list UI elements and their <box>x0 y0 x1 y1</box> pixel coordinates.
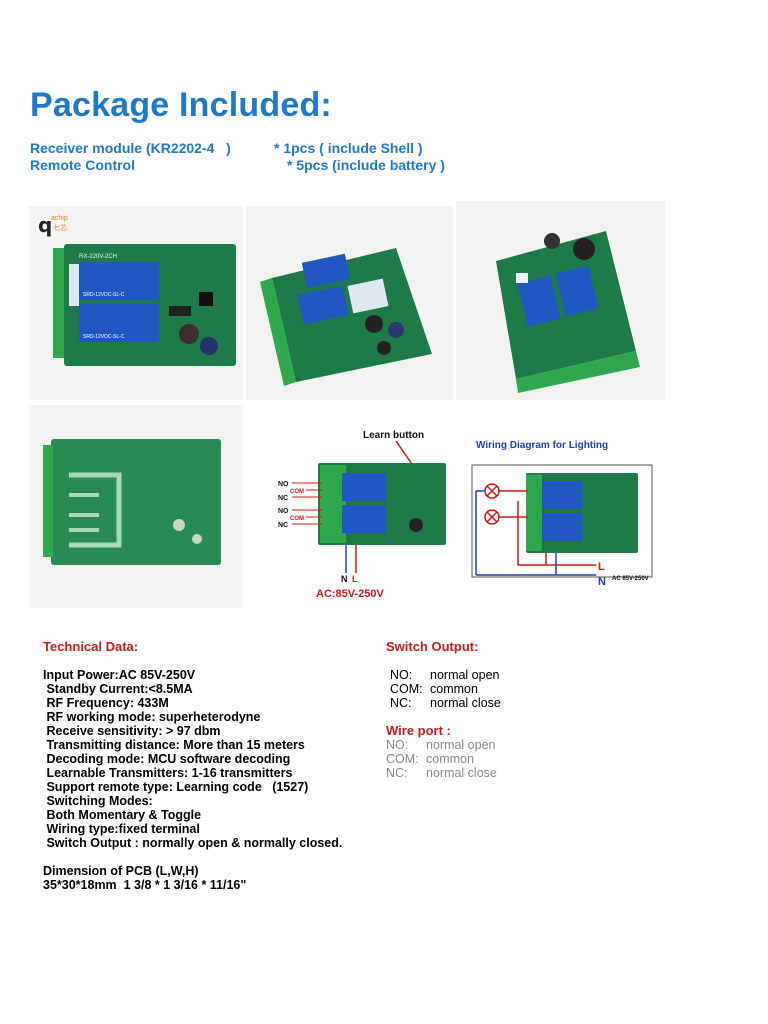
svg-text:SRD-12VDC-SL-C: SRD-12VDC-SL-C <box>83 292 125 298</box>
wire-port-list: NO: normal open COM: common NC: normal clos… <box>386 738 497 780</box>
tech-line: Switch Output : normally open & normally… <box>43 836 343 850</box>
tech-line: Receive sensitivity: > 97 dbm <box>43 724 221 738</box>
package-qty-receiver: * 1pcs ( include Shell ) <box>274 140 423 156</box>
package-item-receiver: Receiver module (KR2202-4 ) <box>30 140 231 156</box>
tech-line: Switching Modes: <box>43 794 153 808</box>
board-angled-view-image <box>246 206 453 400</box>
board-back-side-image <box>29 405 243 608</box>
svg-text:RX-220V-2CH: RX-220V-2CH <box>79 254 117 260</box>
svg-text:L: L <box>598 561 605 573</box>
wire-port-key: NC: <box>386 766 408 780</box>
tech-line: Wiring type:fixed terminal <box>43 822 200 836</box>
tech-line: Input Power:AC 85V-250V <box>43 668 196 682</box>
switch-output-row: COM: common <box>390 682 501 696</box>
logo-sub: 七芯 <box>53 223 67 232</box>
switch-output-row: NO: normal open <box>390 668 501 682</box>
ac-range-label: AC:85V-250V <box>316 588 385 600</box>
board-side-view-image <box>456 201 665 400</box>
svg-text:NO: NO <box>278 508 289 515</box>
dimension-value: 35*30*18mm 1 3/8 * 1 3/16 * 11/16" <box>43 878 247 892</box>
wire-port-key: NO: <box>386 738 409 752</box>
switch-output-value: normal open <box>430 668 500 682</box>
wire-port-row: COM: common <box>386 752 497 766</box>
product-photo-back-side <box>29 405 243 608</box>
wire-port-value: normal close <box>426 766 497 780</box>
tech-line: RF Frequency: 433M <box>43 696 169 710</box>
wire-port-heading: Wire port : <box>386 723 451 738</box>
learn-button-label: Learn button <box>363 430 424 441</box>
switch-output-value: common <box>430 682 478 696</box>
product-photo-angled-view <box>246 206 453 400</box>
tech-line: Transmitting distance: More than 15 mete… <box>43 738 305 752</box>
wire-port-value: common <box>426 752 474 766</box>
technical-data-heading: Technical Data: <box>43 639 139 654</box>
product-photo-side-view <box>456 201 665 400</box>
switch-output-key: NO: <box>390 668 413 682</box>
wire-port-row: NO: normal open <box>386 738 497 752</box>
svg-text:COM: COM <box>290 516 304 522</box>
svg-text:SRD-12VDC-SL-C: SRD-12VDC-SL-C <box>83 334 125 340</box>
svg-text:COM: COM <box>290 489 304 495</box>
product-photo-top-view: q achip 七芯 RX-220V-2CH SRD-12VDC-SL-C SR… <box>29 206 243 400</box>
pcb-dimensions: Dimension of PCB (L,W,H) 35*30*18mm 1 3/… <box>43 864 246 892</box>
svg-text:N: N <box>598 576 606 588</box>
technical-data-list: Input Power:AC 85V-250V Standby Current:… <box>43 668 373 850</box>
wire-port-value: normal open <box>426 738 496 752</box>
logo-mark: q <box>38 213 52 237</box>
wire-port-key: COM: <box>386 752 419 766</box>
svg-text:L: L <box>352 574 358 584</box>
dimension-title: Dimension of PCB (L,W,H) <box>43 864 199 878</box>
page-title: Package Included: <box>30 86 332 124</box>
tech-line: Both Momentary & Toggle <box>43 808 202 822</box>
terminal-and-wiring-diagram: Learn button NO COM NC NO COM NC N L AC:… <box>246 405 665 608</box>
wire-port-row: NC: normal close <box>386 766 497 780</box>
wiring-diagram-title: Wiring Diagram for Lighting <box>476 440 608 451</box>
tech-line: Standby Current:<8.5MA <box>43 682 193 696</box>
svg-text:NO: NO <box>278 481 289 488</box>
switch-output-list: NO: normal open COM: common NC: normal clos… <box>390 668 501 710</box>
switch-output-value: normal close <box>430 696 501 710</box>
board-top-view-image: q achip 七芯 RX-220V-2CH SRD-12VDC-SL-C SR… <box>29 206 243 400</box>
tech-line: Support remote type: Learning code (1527… <box>43 780 309 794</box>
wiring-diagrams-panel: Learn button NO COM NC NO COM NC N L AC:… <box>246 405 665 608</box>
switch-output-key: COM: <box>390 682 423 696</box>
tech-line: RF working mode: superheterodyne <box>43 710 261 724</box>
tech-line: Decoding mode: MCU software decoding <box>43 752 291 766</box>
logo-text: achip <box>51 215 68 222</box>
package-item-remote: Remote Control <box>30 157 135 173</box>
switch-output-heading: Switch Output: <box>386 639 479 654</box>
package-qty-remote: * 5pcs (include battery ) <box>287 157 445 173</box>
switch-output-row: NC: normal close <box>390 696 501 710</box>
svg-text:N: N <box>341 574 348 584</box>
svg-text:NC: NC <box>278 495 288 502</box>
tech-line: Learnable Transmitters: 1-16 transmitter… <box>43 766 293 780</box>
svg-text:NC: NC <box>278 522 288 529</box>
svg-text:AC 85V-250V: AC 85V-250V <box>612 576 649 582</box>
switch-output-key: NC: <box>390 696 412 710</box>
